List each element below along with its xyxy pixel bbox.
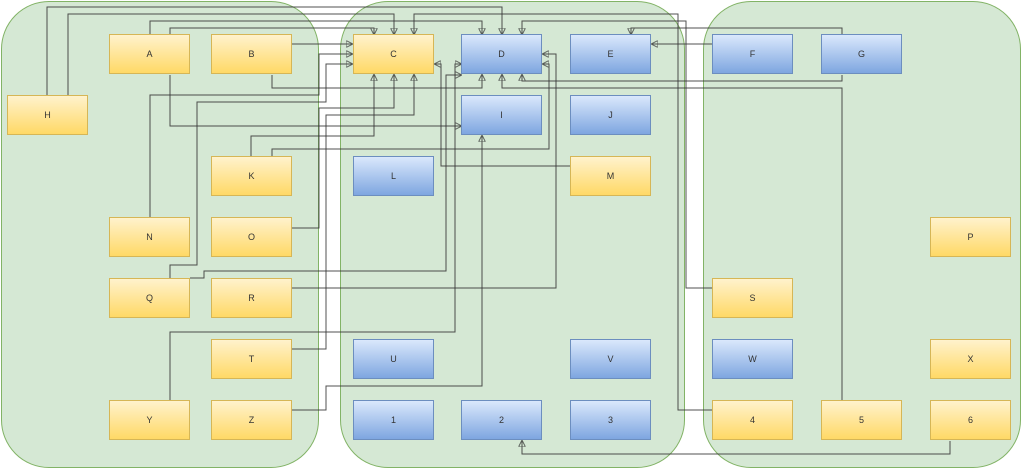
node-label: 2 [498, 415, 504, 425]
node-A[interactable]: A [109, 34, 190, 74]
node-label: U [390, 354, 397, 364]
node-F[interactable]: F [712, 34, 793, 74]
node-E[interactable]: E [570, 34, 651, 74]
node-X[interactable]: X [930, 339, 1011, 379]
node-G[interactable]: G [821, 34, 902, 74]
node-label: A [146, 49, 153, 59]
node-label: W [748, 354, 757, 364]
node-label: S [749, 293, 756, 303]
node-Z[interactable]: Z [211, 400, 292, 440]
node-L[interactable]: L [353, 156, 434, 196]
node-label: Y [146, 415, 153, 425]
node-label: Q [145, 293, 153, 303]
node-label: N [146, 232, 153, 242]
node-label: J [608, 110, 613, 120]
node-2[interactable]: 2 [461, 400, 542, 440]
node-label: M [606, 171, 615, 181]
node-R[interactable]: R [211, 278, 292, 318]
node-label: 3 [607, 415, 613, 425]
node-label: Z [248, 415, 255, 425]
node-S[interactable]: S [712, 278, 793, 318]
node-T[interactable]: T [211, 339, 292, 379]
node-K[interactable]: K [211, 156, 292, 196]
node-H[interactable]: H [7, 95, 88, 135]
node-V[interactable]: V [570, 339, 651, 379]
node-label: E [607, 49, 614, 59]
node-label: F [749, 49, 756, 59]
node-Y[interactable]: Y [109, 400, 190, 440]
node-label: G [857, 49, 865, 59]
node-label: X [967, 354, 974, 364]
node-4[interactable]: 4 [712, 400, 793, 440]
node-D[interactable]: D [461, 34, 542, 74]
node-C[interactable]: C [353, 34, 434, 74]
node-label: B [248, 49, 255, 59]
node-label: T [248, 354, 255, 364]
node-3[interactable]: 3 [570, 400, 651, 440]
node-Q[interactable]: Q [109, 278, 190, 318]
node-label: 5 [858, 415, 864, 425]
node-label: V [607, 354, 614, 364]
node-6[interactable]: 6 [930, 400, 1011, 440]
node-5[interactable]: 5 [821, 400, 902, 440]
node-P[interactable]: P [930, 217, 1011, 257]
node-label: 4 [749, 415, 755, 425]
node-O[interactable]: O [211, 217, 292, 257]
node-label: I [500, 110, 503, 120]
node-label: C [390, 49, 397, 59]
node-label: H [44, 110, 51, 120]
node-U[interactable]: U [353, 339, 434, 379]
node-I[interactable]: I [461, 95, 542, 135]
node-label: O [247, 232, 255, 242]
node-M[interactable]: M [570, 156, 651, 196]
node-label: L [390, 171, 396, 181]
node-label: K [248, 171, 255, 181]
node-label: P [967, 232, 974, 242]
node-label: D [498, 49, 505, 59]
node-label: R [248, 293, 255, 303]
node-W[interactable]: W [712, 339, 793, 379]
node-1[interactable]: 1 [353, 400, 434, 440]
node-label: 6 [967, 415, 973, 425]
node-B[interactable]: B [211, 34, 292, 74]
node-N[interactable]: N [109, 217, 190, 257]
node-label: 1 [390, 415, 396, 425]
node-J[interactable]: J [570, 95, 651, 135]
